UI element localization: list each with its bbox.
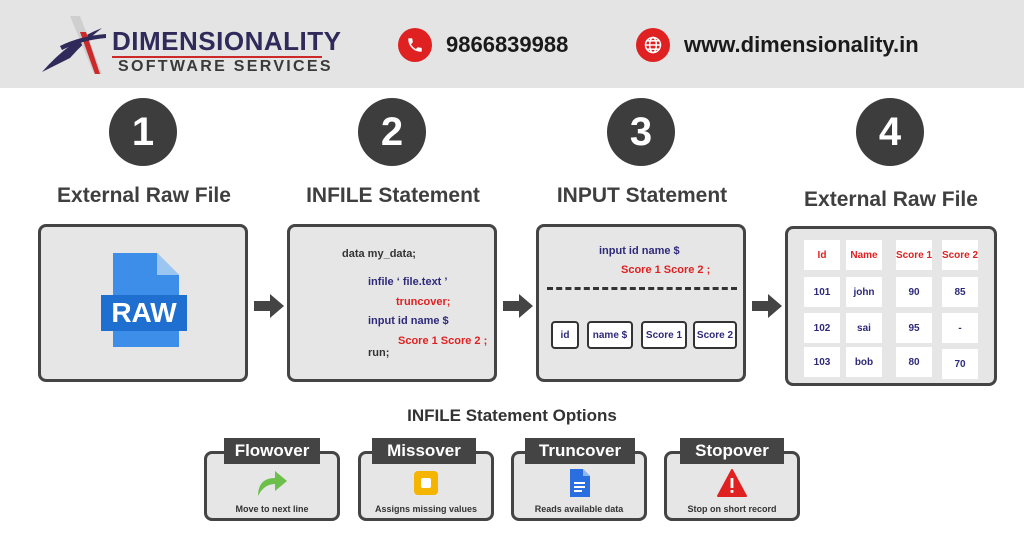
output-table-panel: Id Name Score 1 Score 2 101 john 90 85 1…	[785, 226, 997, 386]
arrow-right-icon	[503, 294, 533, 318]
option-description: Move to next line	[235, 504, 309, 514]
code-line: input id name $	[368, 315, 449, 327]
table-cell: sai	[846, 313, 882, 343]
curved-arrow-icon	[255, 468, 289, 498]
input-field: Score 2	[693, 321, 737, 349]
step-4-badge: 4	[856, 98, 924, 166]
document-icon	[562, 468, 596, 498]
step-2-title: INFILE Statement	[306, 184, 480, 207]
raw-file-panel: RAW	[38, 224, 248, 382]
step-1-badge: 1	[109, 98, 177, 166]
input-statement-panel: input id name $ Score 1 Score 2 ; id nam…	[536, 224, 746, 382]
input-field: name $	[587, 321, 633, 349]
table-cell: 70	[942, 349, 978, 379]
code-line: run;	[368, 347, 390, 359]
option-tab-missover[interactable]: Missover	[372, 438, 476, 464]
arrow-right-icon	[752, 294, 782, 318]
options-title: INFILE Statement Options	[407, 406, 617, 425]
phone-contact[interactable]: 9866839988	[398, 28, 568, 62]
table-cell: 101	[804, 277, 840, 307]
input-line-2: Score 1 Score 2 ;	[621, 264, 711, 276]
table-header-cell: Score 1	[896, 240, 932, 270]
table-cell: 102	[804, 313, 840, 343]
step-3-badge: 3	[607, 98, 675, 166]
step-3-title: INPUT Statement	[556, 184, 728, 207]
warning-icon	[715, 468, 749, 498]
brand-divider	[112, 56, 322, 58]
table-cell: 95	[896, 313, 932, 343]
input-field: id	[551, 321, 579, 349]
raw-file-icon	[101, 253, 187, 347]
step-4-title: External Raw File	[804, 188, 978, 211]
dashed-divider	[547, 287, 737, 290]
logo-mark-icon	[42, 16, 106, 74]
table-cell: 103	[804, 347, 840, 377]
table-cell: -	[942, 313, 978, 343]
table-cell: bob	[846, 347, 882, 377]
code-line: truncover;	[396, 296, 451, 308]
website-contact[interactable]: www.dimensionality.in	[636, 28, 919, 62]
option-description: Reads available data	[534, 504, 624, 514]
yellow-square-icon	[409, 468, 443, 498]
website-url: www.dimensionality.in	[684, 32, 919, 57]
input-line-1: input id name $	[599, 245, 680, 257]
infile-code-panel: data my_data; infile ‘ file.text ’ trunc…	[287, 224, 497, 382]
table-header-cell: Name	[846, 240, 882, 270]
arrow-right-icon	[254, 294, 284, 318]
table-header-cell: Score 2	[942, 240, 978, 270]
option-tab-truncover[interactable]: Truncover	[525, 438, 635, 464]
code-line: data my_data;	[342, 248, 416, 260]
company-logo[interactable]: DIMENSIONALITY SOFTWARE SERVICES	[40, 12, 342, 78]
table-cell: 85	[942, 277, 978, 307]
code-line: Score 1 Score 2 ;	[398, 335, 488, 347]
globe-icon	[636, 28, 670, 62]
brand-name: DIMENSIONALITY	[112, 26, 342, 56]
table-cell: john	[846, 277, 882, 307]
table-header-cell: Id	[804, 240, 840, 270]
code-line: infile ‘ file.text ’	[368, 276, 448, 288]
step-1-title: External Raw File	[57, 184, 231, 207]
table-cell: 90	[896, 277, 932, 307]
option-description: Assigns missing values	[374, 504, 478, 514]
header-bar: DIMENSIONALITY SOFTWARE SERVICES 9866839…	[0, 0, 1024, 88]
option-description: Stop on short record	[687, 504, 777, 514]
phone-icon	[398, 28, 432, 62]
raw-file-label: RAW	[111, 297, 177, 328]
table-cell: 80	[896, 347, 932, 377]
input-field: Score 1	[641, 321, 687, 349]
step-2-badge: 2	[358, 98, 426, 166]
option-tab-stopover[interactable]: Stopover	[680, 438, 784, 464]
brand-tagline: SOFTWARE SERVICES	[118, 58, 333, 75]
option-tab-flowover[interactable]: Flowover	[224, 438, 320, 464]
phone-number: 9866839988	[446, 32, 569, 57]
